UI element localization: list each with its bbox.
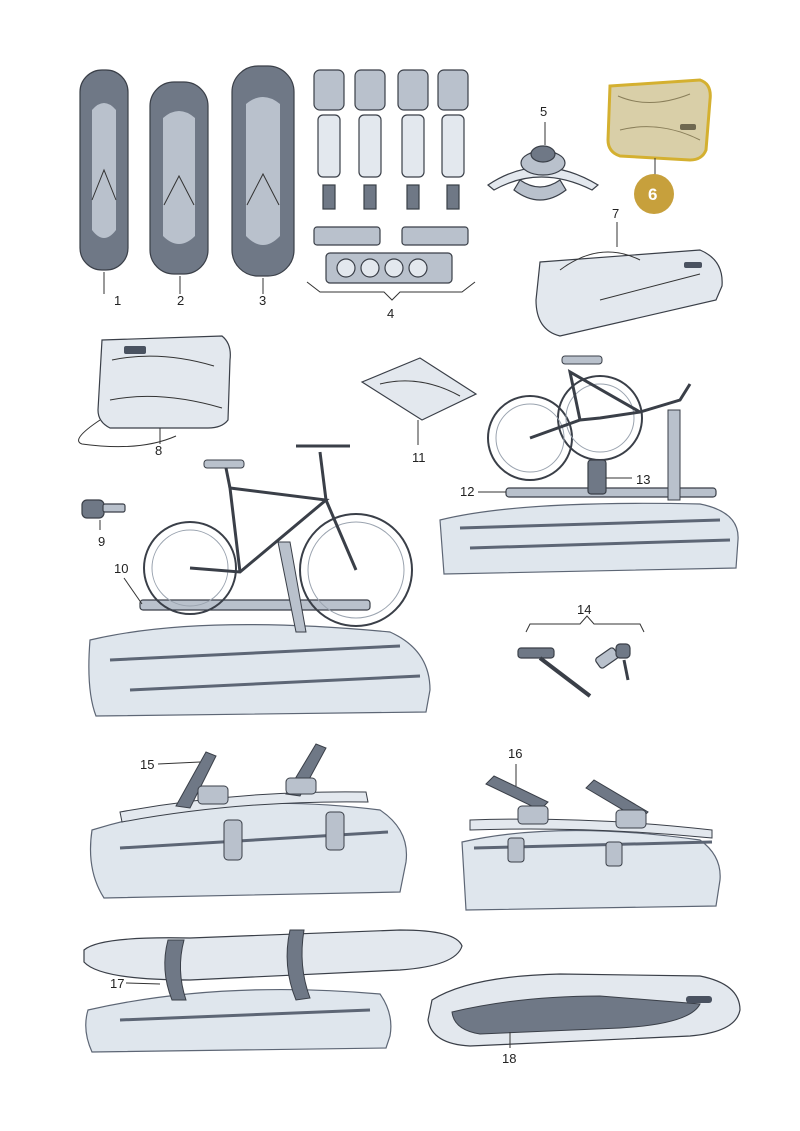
lock-tool-part-14[interactable] [517,643,631,698]
callout-12: 12 [460,484,474,499]
callout-4: 4 [387,306,394,321]
ski-bag-part-7[interactable] [535,222,723,337]
callout-16: 16 [508,746,522,761]
bike-carrier-part-10[interactable] [139,541,371,633]
callout-7: 7 [612,206,619,221]
bracket-14 [525,615,645,633]
clamp-part-5[interactable] [487,122,600,201]
callout-9: 9 [98,534,105,549]
roof-box-part-3[interactable] [231,65,295,294]
bike-left-drawing [143,444,413,627]
roof-box-part-2[interactable] [149,81,209,294]
car-roof-scene-12-13 [439,502,739,575]
car-roof-scene-16 [461,829,721,911]
key-part-9[interactable] [81,499,126,530]
roof-box-part-18[interactable] [427,973,741,1048]
bike-carrier-part-12[interactable] [505,487,717,498]
callout-13: 13 [636,472,650,487]
roof-box-part-1[interactable] [79,69,129,294]
callout-1: 1 [114,293,121,308]
callout-14: 14 [577,602,591,617]
storage-bag-part-6[interactable] [606,78,712,214]
callout-15: 15 [140,757,154,772]
callout-5: 5 [540,104,547,119]
callout-18: 18 [502,1051,516,1066]
snowboard-holder-part-16[interactable] [469,775,713,867]
cover-bag-part-8[interactable] [78,335,231,448]
callout-6: 6 [648,185,657,204]
callout-11: 11 [412,450,426,465]
callout-8: 8 [155,443,162,458]
callout-17: 17 [110,976,124,991]
callout-2: 2 [177,293,184,308]
mounting-kit-part-4[interactable] [306,69,476,301]
car-roof-scene-17 [85,988,392,1053]
callout-3: 3 [259,293,266,308]
wheel-holder-part-13[interactable] [587,459,632,495]
highlight-badge [634,174,674,214]
snowboard-holder-part-15[interactable] [119,743,369,861]
kayak-holder-part-17[interactable] [83,929,463,1001]
callout-10: 10 [114,561,128,576]
pouch-part-11[interactable] [360,357,478,445]
car-roof-scene-10 [88,624,431,717]
